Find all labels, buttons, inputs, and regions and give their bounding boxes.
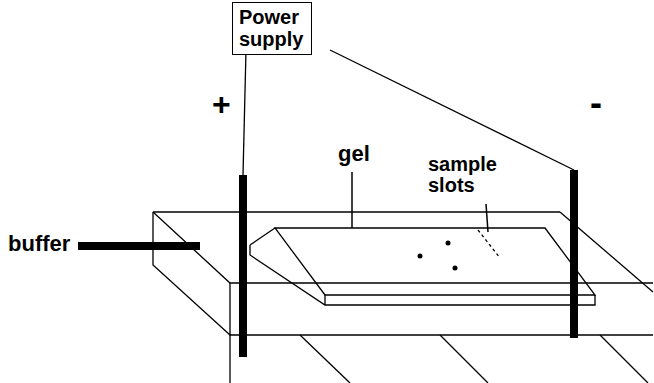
wire: [243, 50, 246, 175]
part-label: gel: [338, 142, 370, 165]
platform-edge: [300, 335, 350, 383]
leader-line: [351, 172, 353, 228]
platform-edge: [229, 335, 230, 383]
part-label: sample slots: [428, 154, 497, 196]
platform-edge: [440, 335, 488, 383]
part-label: buffer: [8, 232, 70, 255]
sample-dot: [446, 241, 451, 246]
gel-slab: [275, 228, 595, 295]
sample-slot: [478, 230, 500, 258]
anode: [239, 175, 247, 357]
polarity-sign: -: [590, 84, 602, 122]
platform-edge: [600, 335, 648, 383]
buffer-pointer: [78, 242, 200, 250]
gel-slab: [250, 228, 595, 305]
tank-edge: [153, 212, 230, 335]
power-supply-box: Power supply: [232, 2, 312, 55]
node-text: Power supply: [239, 6, 303, 50]
sample-dot: [418, 254, 423, 259]
polarity-sign: +: [212, 88, 231, 122]
tank-edge: [230, 334, 653, 335]
cathode: [570, 170, 578, 338]
leader-line: [486, 204, 488, 232]
tank-edge: [153, 211, 560, 212]
sample-dot: [453, 266, 458, 271]
wire: [330, 50, 574, 170]
